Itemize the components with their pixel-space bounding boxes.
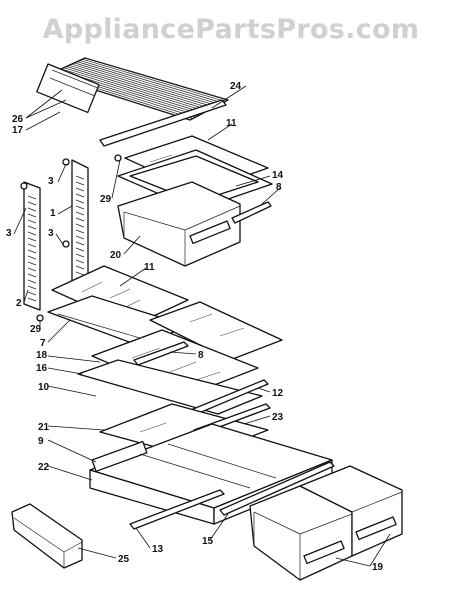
ladder-clip-3a bbox=[62, 158, 70, 166]
label-3-right: 3 bbox=[48, 228, 54, 239]
drawer-rail-8 bbox=[231, 201, 272, 224]
label-25: 25 bbox=[118, 554, 130, 565]
label-19: 19 bbox=[372, 562, 384, 573]
watermark-text: AppliancePartsPros.com bbox=[42, 14, 420, 45]
wire-shelf bbox=[36, 57, 229, 121]
label-11-middle: 11 bbox=[144, 262, 155, 273]
label-26: 26 bbox=[12, 114, 24, 125]
label-21: 21 bbox=[38, 422, 50, 433]
label-17: 17 bbox=[12, 125, 24, 136]
label-3-mid: 3 bbox=[6, 228, 12, 239]
label-22: 22 bbox=[38, 462, 50, 473]
label-16: 16 bbox=[36, 363, 48, 374]
label-29-upper: 29 bbox=[100, 194, 112, 205]
label-3-top: 3 bbox=[48, 176, 54, 187]
leader-lines bbox=[13, 85, 391, 567]
ladder-clip-3c bbox=[62, 240, 70, 248]
label-8-upper: 8 bbox=[276, 182, 282, 193]
label-9: 9 bbox=[38, 436, 44, 447]
shelf-clip-29a bbox=[114, 154, 122, 162]
crisper-drawer-right bbox=[299, 465, 403, 557]
label-7: 7 bbox=[40, 338, 46, 349]
label-10: 10 bbox=[38, 382, 50, 393]
shelf-rail bbox=[99, 99, 227, 147]
drawer-rail-15 bbox=[219, 461, 335, 516]
label-20: 20 bbox=[110, 250, 122, 261]
label-24: 24 bbox=[230, 81, 242, 92]
ladder-clip-3b bbox=[20, 182, 28, 190]
label-13: 13 bbox=[152, 544, 164, 555]
label-15: 15 bbox=[202, 536, 214, 547]
utility-bin bbox=[11, 503, 83, 569]
drawer-rail-13 bbox=[129, 489, 225, 530]
label-29-lower: 29 bbox=[30, 324, 42, 335]
label-14: 14 bbox=[272, 170, 284, 181]
label-11-upper: 11 bbox=[226, 118, 237, 129]
label-2: 2 bbox=[16, 298, 22, 309]
meat-drawer bbox=[117, 181, 241, 267]
label-23: 23 bbox=[272, 412, 284, 423]
shelf-ladder-right bbox=[71, 159, 89, 293]
part-labels: 26 17 24 11 14 8 29 20 3 1 3 3 2 11 29 7… bbox=[6, 81, 384, 573]
rail-8 bbox=[133, 341, 189, 366]
label-12: 12 bbox=[272, 388, 284, 399]
label-8-lower: 8 bbox=[198, 350, 204, 361]
label-1: 1 bbox=[50, 208, 56, 219]
shelf-ladder-left bbox=[23, 181, 41, 311]
crisper-drawer-left bbox=[249, 485, 353, 581]
label-18: 18 bbox=[36, 350, 48, 361]
